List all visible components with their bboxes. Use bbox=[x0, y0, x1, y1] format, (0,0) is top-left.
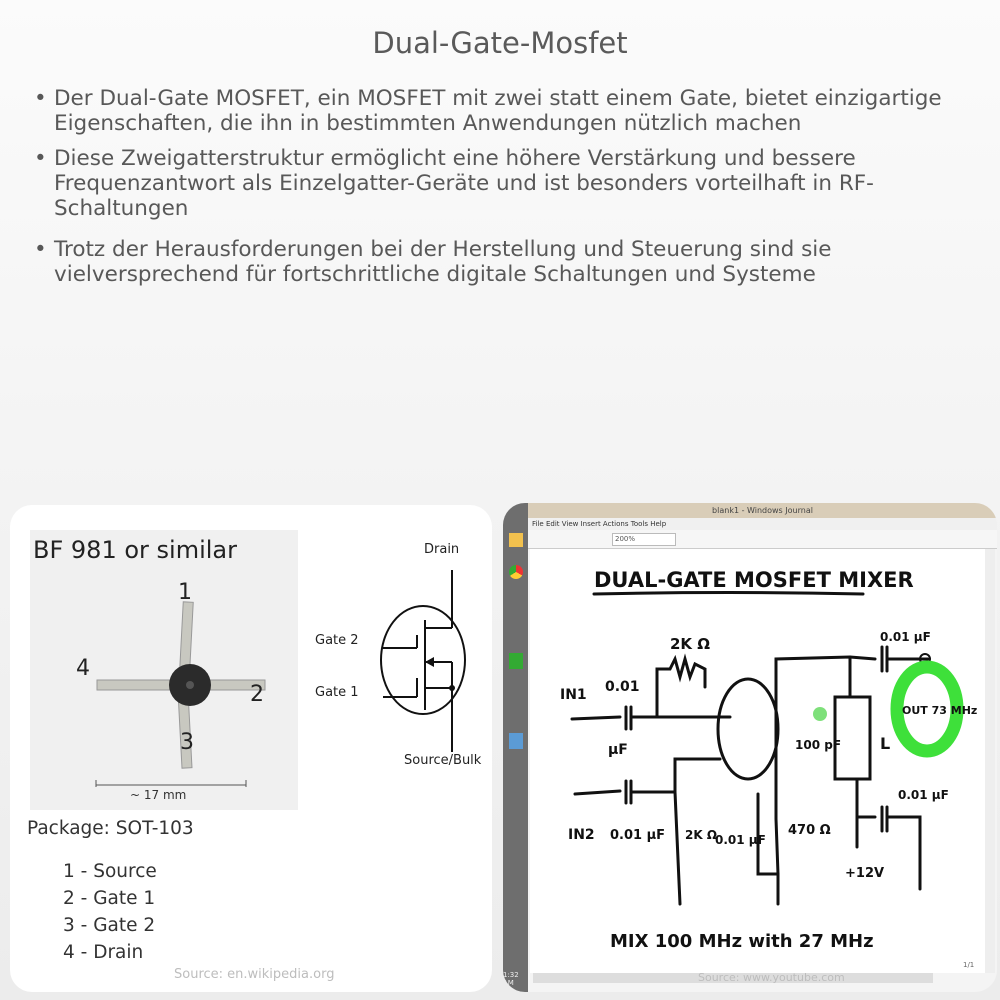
page-title: Dual-Gate-Mosfet bbox=[372, 26, 628, 60]
bf981-image-card: BF 981 or similar 1 2 3 4 ~ 17 mm Drain … bbox=[10, 505, 492, 992]
drain-label: Drain bbox=[424, 542, 460, 557]
journal-page: DUAL-GATE MOSFET MIXER 2K Ω IN1 0.01 µF … bbox=[530, 549, 985, 973]
label-r2: 2K Ω bbox=[685, 828, 717, 842]
image-source: Source: en.wikipedia.org bbox=[174, 967, 335, 982]
image-source: Source: www.youtube.com bbox=[698, 971, 845, 984]
pin-label: 1 bbox=[178, 580, 192, 605]
label-in1: IN1 bbox=[560, 687, 587, 703]
package-label: Package: SOT-103 bbox=[27, 818, 194, 839]
pin-list-item: 1 - Source bbox=[63, 861, 157, 882]
pin-list-item: 4 - Drain bbox=[63, 942, 144, 963]
pin-label: 3 bbox=[180, 730, 194, 755]
chrome-icon bbox=[509, 565, 523, 579]
folder-icon bbox=[509, 533, 523, 547]
pin-label: 4 bbox=[76, 656, 90, 681]
label-cout: 0.01 µF bbox=[880, 630, 931, 644]
bullet-item: Diese Zweigatterstruktur ermöglicht eine… bbox=[30, 146, 980, 221]
page-indicator: 1/1 bbox=[963, 961, 975, 969]
toolbar: 200% bbox=[528, 530, 997, 549]
label-l: L bbox=[880, 734, 890, 753]
label-r1: 2K Ω bbox=[670, 635, 710, 653]
label-c1: 0.01 bbox=[605, 679, 640, 695]
menu-edit[interactable]: Edit bbox=[545, 520, 560, 528]
clock: 1:32 AM bbox=[503, 971, 519, 987]
label-c3: 0.01 µF bbox=[715, 833, 766, 847]
menu-file[interactable]: File bbox=[532, 520, 544, 528]
zoom-select[interactable]: 200% bbox=[612, 533, 676, 546]
label-out: OUT 73 MHz bbox=[902, 704, 977, 717]
label-cbyp: 0.01 µF bbox=[898, 788, 949, 802]
label-vcc: +12V bbox=[845, 866, 884, 881]
pin-list-item: 2 - Gate 1 bbox=[63, 888, 156, 909]
taskbar: 1:32 AM bbox=[503, 503, 528, 992]
handwritten-mixer-schematic: DUAL-GATE MOSFET MIXER 2K Ω IN1 0.01 µF … bbox=[560, 568, 977, 952]
menu-tools[interactable]: Tools bbox=[630, 520, 648, 528]
label-c1-unit: µF bbox=[608, 742, 628, 758]
label-cv: 100 pF bbox=[795, 738, 841, 752]
pin-list: 1 - Source 2 - Gate 1 3 - Gate 2 4 - Dra… bbox=[63, 858, 157, 966]
menu-actions[interactable]: Actions bbox=[602, 520, 629, 528]
windows-journal-screenshot: 1:32 AM blank1 - Windows Journal File Ed… bbox=[503, 503, 997, 992]
schematic-footer: MIX 100 MHz with 27 MHz bbox=[610, 931, 874, 952]
transistor-photo: BF 981 or similar 1 2 3 4 ~ 17 mm bbox=[30, 530, 298, 810]
schematic-heading: DUAL-GATE MOSFET MIXER bbox=[594, 568, 914, 592]
scale-label: ~ 17 mm bbox=[130, 788, 187, 802]
pin-list-item: 3 - Gate 2 bbox=[63, 915, 156, 936]
label-c2: 0.01 µF bbox=[610, 828, 665, 843]
app-icon bbox=[509, 653, 523, 669]
output-highlight bbox=[890, 660, 964, 758]
menu-view[interactable]: View bbox=[561, 520, 579, 528]
horizontal-scrollbar[interactable] bbox=[533, 973, 933, 983]
menu-bar: File Edit View Insert Actions Tools Help bbox=[528, 518, 997, 530]
pin-label: 2 bbox=[250, 682, 264, 707]
bullet-item: Der Dual-Gate MOSFET, ein MOSFET mit zwe… bbox=[30, 86, 980, 136]
label-r3: 470 Ω bbox=[788, 823, 831, 838]
gate1-label: Gate 1 bbox=[315, 685, 359, 700]
menu-insert[interactable]: Insert bbox=[580, 520, 601, 528]
bullet-item: Trotz der Herausforderungen bei der Hers… bbox=[30, 237, 980, 287]
menu-help[interactable]: Help bbox=[650, 520, 667, 528]
source-bulk-label: Source/Bulk bbox=[404, 753, 482, 768]
gate2-label: Gate 2 bbox=[315, 633, 359, 648]
app-icon bbox=[509, 733, 523, 749]
window-title: blank1 - Windows Journal bbox=[528, 503, 997, 518]
vertical-scrollbar[interactable] bbox=[985, 549, 995, 973]
label-in2: IN2 bbox=[568, 827, 595, 843]
dual-gate-mosfet-symbol bbox=[380, 570, 466, 752]
photo-title: BF 981 or similar bbox=[33, 536, 237, 564]
bullet-list: Der Dual-Gate MOSFET, ein MOSFET mit zwe… bbox=[30, 86, 980, 297]
